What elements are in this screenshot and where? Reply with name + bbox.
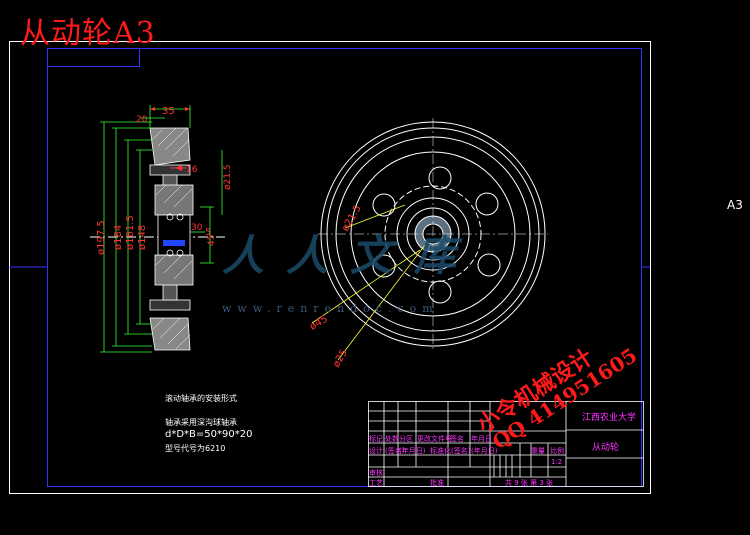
note-line-2: 轴承采用深沟球轴承 xyxy=(165,418,237,427)
tb-design-sign: (签名) xyxy=(385,447,405,455)
tb-approve: 批准 xyxy=(430,479,444,487)
watermark-text: 人人文库 xyxy=(222,231,479,280)
drawing-title: 从动轮A3 xyxy=(20,16,156,51)
tb-part-name: 从动轮 xyxy=(592,443,620,453)
title-block-grid xyxy=(368,401,644,487)
dim-dia-1975: ø197.5 xyxy=(96,220,107,255)
note-line-1: 滚动轴承的安装形式 xyxy=(165,394,237,403)
tb-sheet-info: 共 9 张 第 3 张 xyxy=(505,479,554,487)
tb-label-mark: 标记 xyxy=(369,435,383,443)
front-dim-25: ø25 xyxy=(331,348,350,370)
tb-design-sign2: (签名) xyxy=(451,447,471,455)
tb-col-sign: 签名 xyxy=(450,435,464,443)
tb-school: 江西农业大学 xyxy=(582,413,637,423)
note-line-4: 型号代号为6210 xyxy=(165,444,226,453)
tb-col-date: 年月日 xyxy=(471,435,492,443)
dim-dia-148: ø148 xyxy=(137,225,148,250)
dim-45: 45 xyxy=(207,235,217,246)
inner-frame xyxy=(47,48,642,487)
tb-design-std: 标准化 xyxy=(430,447,451,455)
dim-5: 5 xyxy=(205,228,211,238)
dim-dia-184: ø184 xyxy=(113,225,124,250)
tb-col-zone: 分区 xyxy=(399,435,413,443)
dim-dia-215: ø21.5 xyxy=(223,164,233,190)
tb-scale: 1:2 xyxy=(551,458,563,466)
tb-weight: 重量 xyxy=(531,447,545,455)
front-view xyxy=(318,118,548,350)
dim-width-35: 35 xyxy=(162,106,175,117)
section-view xyxy=(90,127,225,351)
front-leaders xyxy=(311,204,426,361)
tb-col-change: 更改文件号 xyxy=(417,435,452,443)
tb-design-date: (年月日) xyxy=(399,447,426,455)
tb-label-review: 审核 xyxy=(369,469,383,477)
dim-width-20: 20 xyxy=(136,115,148,125)
watermark-url: www.renrendoc.com xyxy=(222,302,439,315)
section-dimension-lines xyxy=(100,105,223,353)
tb-design-date2: (年月日) xyxy=(471,447,498,455)
front-dim-45: ø45 xyxy=(308,314,330,333)
tb-col-count: 处数 xyxy=(385,435,399,443)
tb-ratio: 比例 xyxy=(550,447,564,455)
dim-dia-1615: ø161.5 xyxy=(125,215,136,250)
dim-30: 30 xyxy=(191,223,203,233)
tb-label-design: 设计 xyxy=(369,447,383,455)
tb-label-process: 工艺 xyxy=(369,479,383,487)
dim-hub-16: 16 xyxy=(186,165,198,175)
code-box xyxy=(47,48,140,67)
note-line-3: d*D*B=50*90*20 xyxy=(165,429,253,440)
sheet-size-label: A3 xyxy=(727,198,743,212)
